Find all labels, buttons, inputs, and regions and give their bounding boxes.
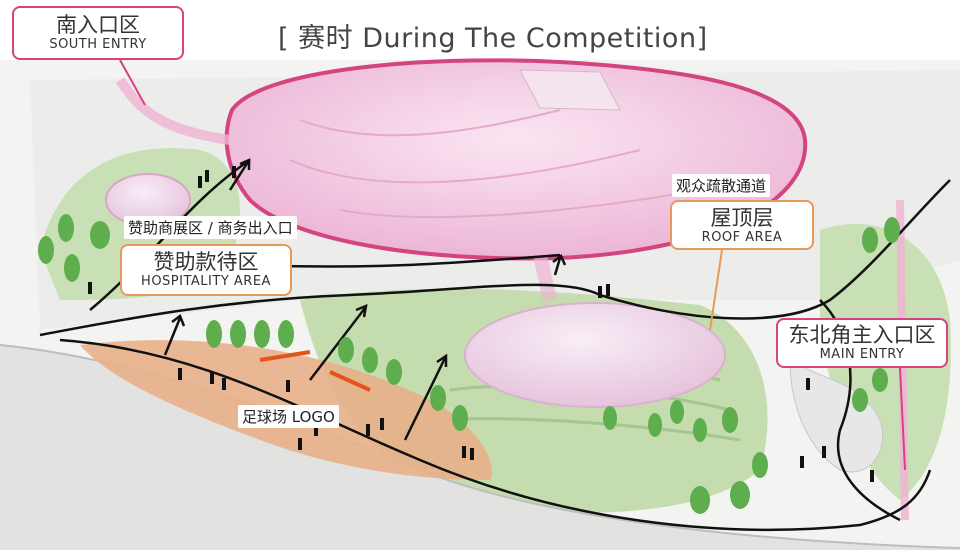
leader-main [899,367,906,471]
main-road [0,345,960,550]
plaza-red-strip [259,350,371,392]
stadium-roof-folds [289,109,701,219]
people-figures [88,166,874,482]
tag-evacuation-route: 观众疏散通道 [672,174,771,197]
callout-roof: 屋顶层 ROOF AREA [670,200,814,250]
circulation-path-main [39,179,951,337]
circulation-path-roof [249,253,561,268]
tag-sponsor-exhibition: 赞助商展区 / 商务出入口 [124,216,297,239]
pink-corridor-south [115,77,231,145]
callout-main-cn: 东北角主入口区 [788,323,936,347]
callout-hospitality-en: HOSPITALITY AREA [141,274,271,289]
callout-south-cn: 南入口区 [56,13,140,37]
callout-south-en: SOUTH ENTRY [49,37,147,52]
evacuation-arrows [163,158,567,441]
callout-main-en: MAIN ENTRY [819,347,905,362]
pink-corridor-mid [533,253,557,302]
leader-south [119,59,146,106]
stadium-roof [224,58,808,261]
callout-hospitality-cn: 赞助款待区 [153,250,259,274]
page-title: [ 赛时 During The Competition] [278,23,708,54]
trees [38,214,900,514]
leader-roof [709,249,723,331]
tag-football-logo: 足球场 LOGO [238,405,339,428]
arena-building [464,302,726,408]
callout-roof-cn: 屋顶层 [710,206,774,230]
callout-hospitality: 赞助款待区 HOSPITALITY AREA [120,244,292,296]
callout-south-entry: 南入口区 SOUTH ENTRY [12,6,184,60]
circulation-path-lower [59,338,932,531]
callout-roof-en: ROOF AREA [701,230,783,245]
stadium-stands [519,69,621,111]
east-building [789,359,884,473]
callout-main-entry: 东北角主入口区 MAIN ENTRY [776,318,948,368]
